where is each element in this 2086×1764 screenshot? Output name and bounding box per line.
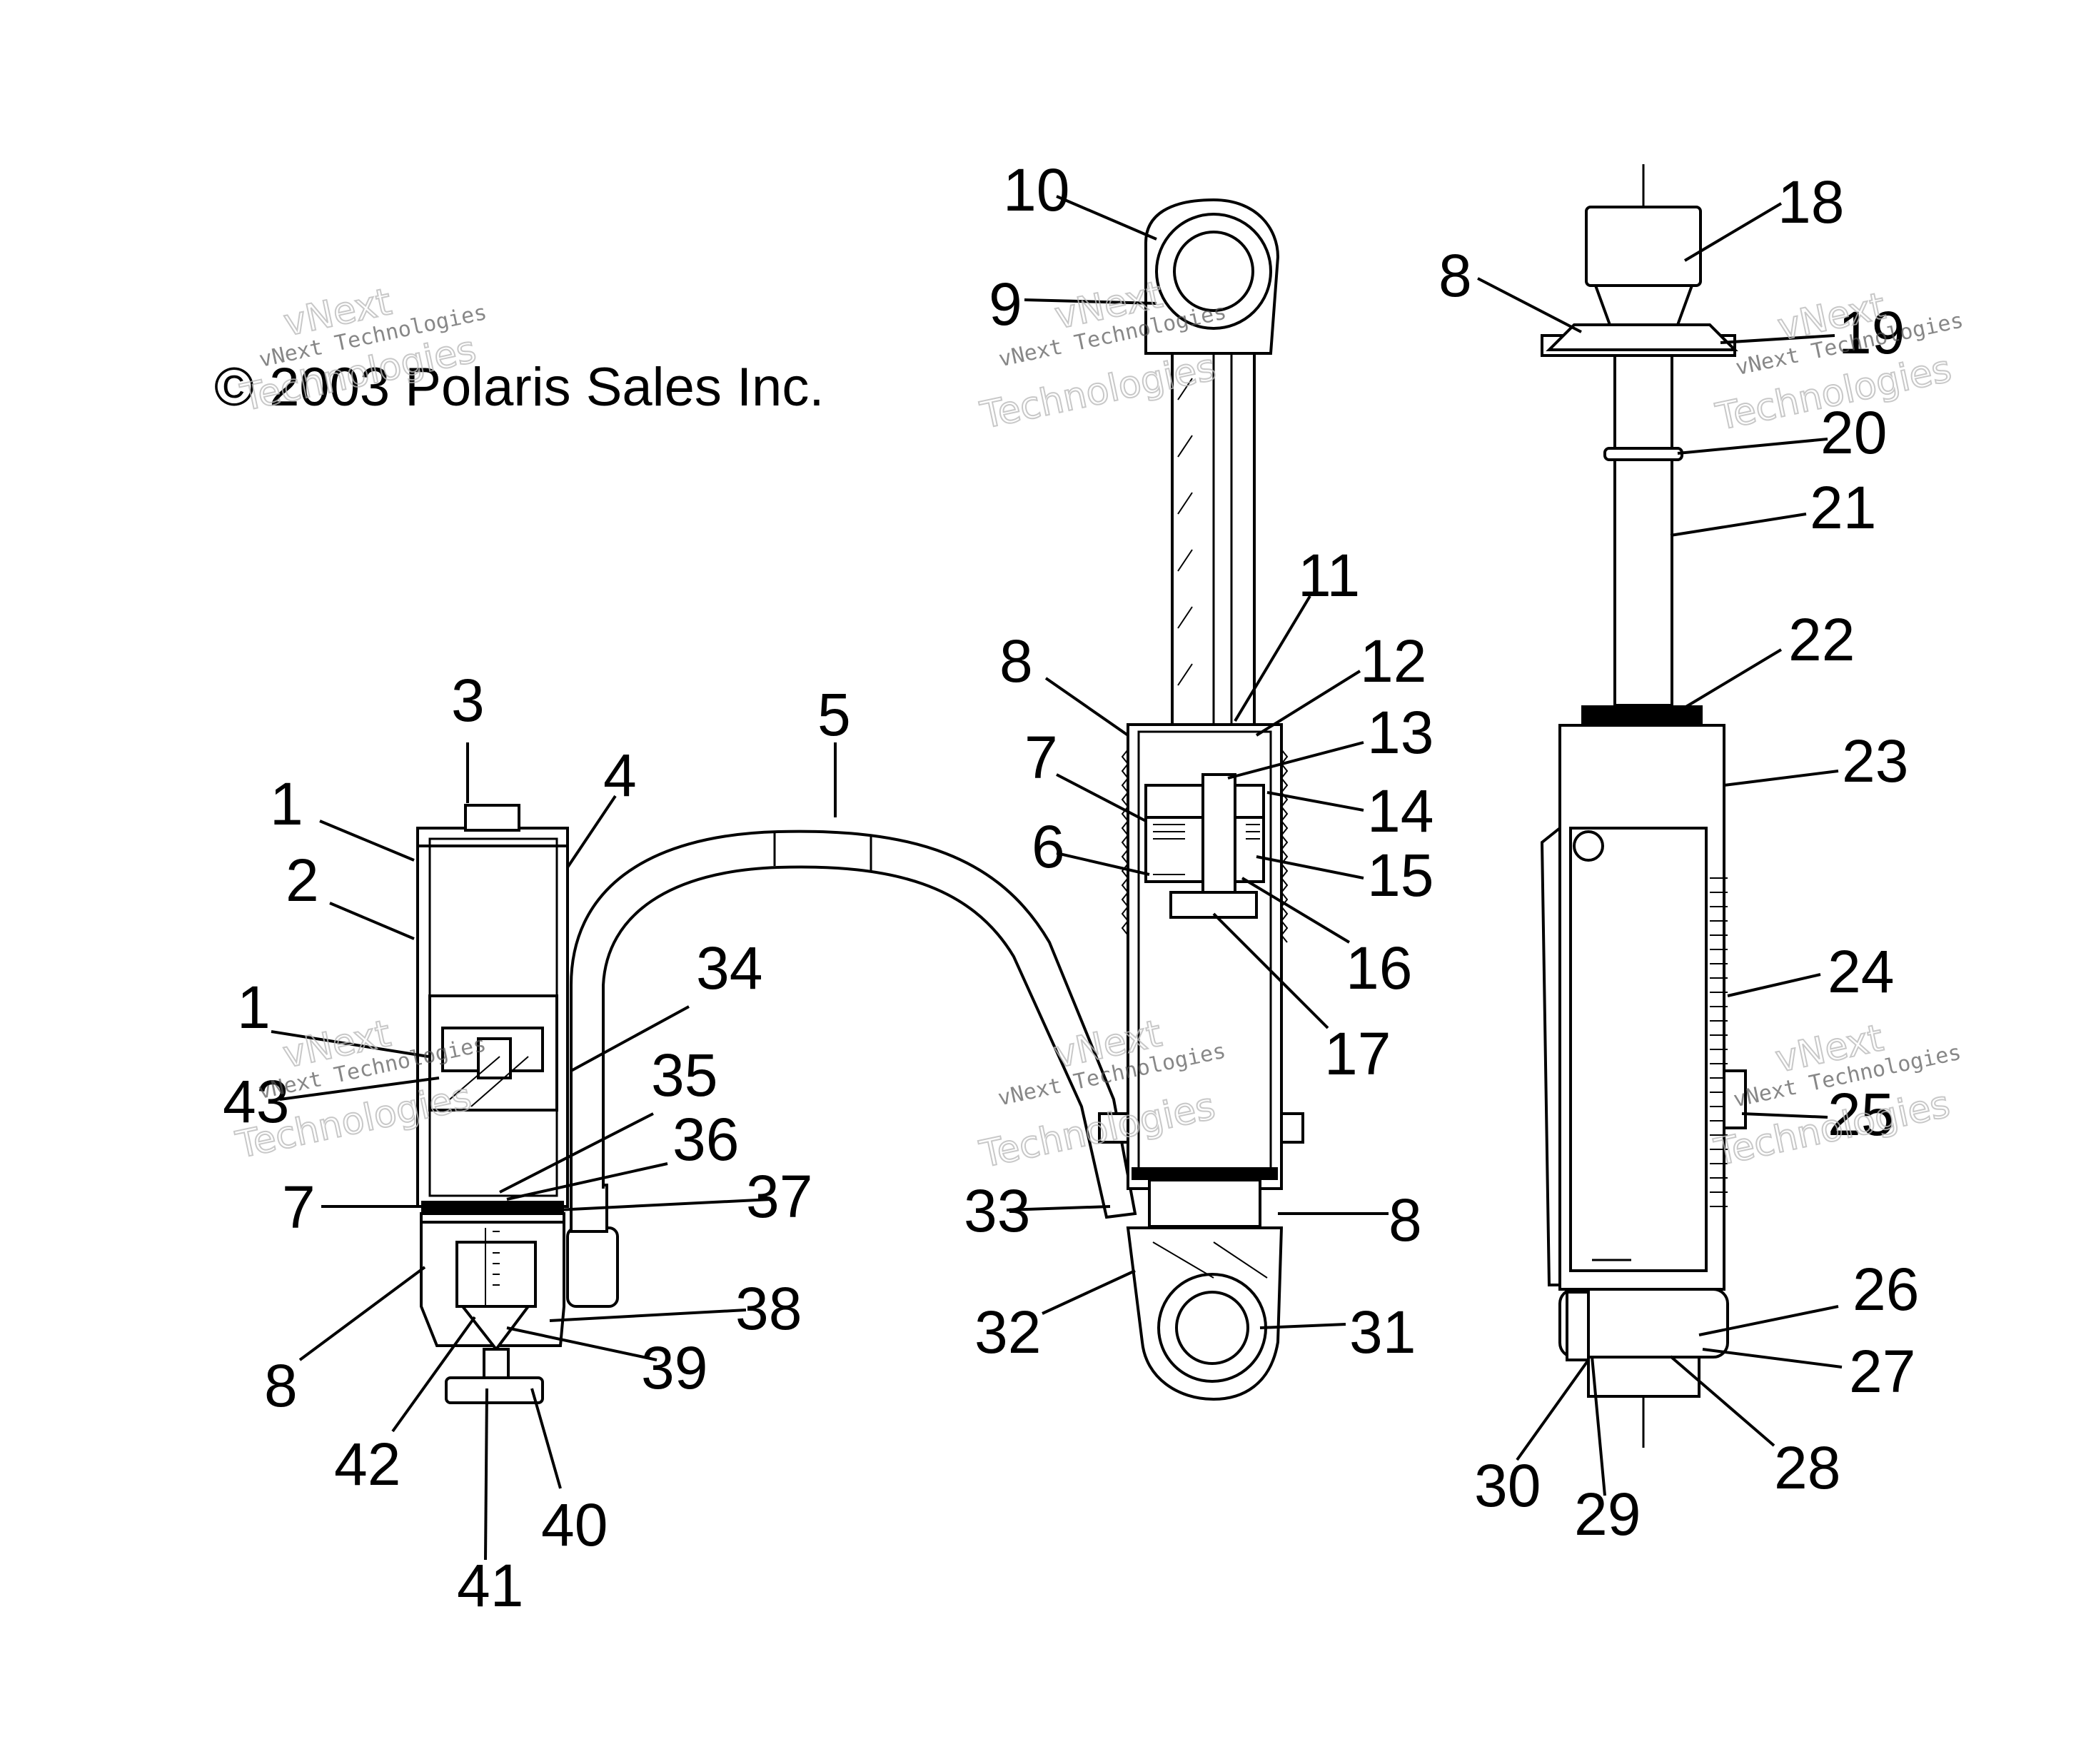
callout-2: 2 xyxy=(286,847,319,914)
callout-14: 14 xyxy=(1367,777,1434,845)
callout-41: 41 xyxy=(457,1552,523,1619)
callout-labels: 1 2 3 4 1 43 34 35 36 7 37 8 38 39 42 40… xyxy=(223,156,1919,1619)
callout-32: 32 xyxy=(974,1299,1041,1366)
callout-27: 27 xyxy=(1849,1338,1915,1405)
callout-33: 33 xyxy=(964,1177,1030,1244)
callout-26: 26 xyxy=(1853,1256,1919,1323)
callout-7b: 7 xyxy=(1024,724,1058,791)
hose xyxy=(570,830,1137,1219)
callout-35: 35 xyxy=(651,1042,717,1109)
callout-37: 37 xyxy=(746,1163,812,1230)
callout-8d: 8 xyxy=(1438,242,1472,309)
callout-19: 19 xyxy=(1838,299,1905,366)
callout-22: 22 xyxy=(1788,606,1855,673)
callout-7a: 7 xyxy=(282,1174,316,1241)
callout-1b: 1 xyxy=(237,974,271,1041)
callout-39: 39 xyxy=(641,1334,707,1401)
callout-10: 10 xyxy=(1003,156,1069,223)
callout-18: 18 xyxy=(1778,168,1844,236)
callout-5: 5 xyxy=(817,681,851,748)
callout-34: 34 xyxy=(696,934,762,1002)
callout-29: 29 xyxy=(1574,1481,1641,1548)
callout-3: 3 xyxy=(451,667,485,734)
leader-lines xyxy=(271,195,1843,1561)
callout-8b: 8 xyxy=(999,628,1033,695)
reservoir-assembly xyxy=(416,804,619,1404)
callout-4: 4 xyxy=(603,742,637,809)
shock-exterior-view xyxy=(1540,164,1747,1456)
callout-36: 36 xyxy=(672,1106,739,1173)
callout-15: 15 xyxy=(1367,842,1434,909)
callout-13: 13 xyxy=(1367,699,1434,766)
callout-8a: 8 xyxy=(264,1352,298,1419)
callout-17: 17 xyxy=(1324,1020,1391,1087)
callout-40: 40 xyxy=(541,1491,608,1558)
callout-30: 30 xyxy=(1474,1452,1541,1519)
callout-16: 16 xyxy=(1346,934,1412,1002)
callout-11: 11 xyxy=(1298,542,1360,609)
callout-6: 6 xyxy=(1032,813,1065,880)
callout-20: 20 xyxy=(1820,399,1887,466)
callout-12: 12 xyxy=(1360,628,1426,695)
callout-21: 21 xyxy=(1810,474,1876,541)
callout-1a: 1 xyxy=(270,770,303,837)
callout-24: 24 xyxy=(1828,938,1894,1005)
copyright-text: © 2003 Polaris Sales Inc. xyxy=(214,357,824,418)
callout-28: 28 xyxy=(1774,1434,1840,1501)
callout-23: 23 xyxy=(1842,727,1908,795)
callout-43: 43 xyxy=(223,1068,289,1135)
callout-25: 25 xyxy=(1828,1081,1894,1148)
callout-42: 42 xyxy=(334,1431,400,1498)
callout-8c: 8 xyxy=(1389,1186,1422,1254)
callout-31: 31 xyxy=(1349,1299,1416,1366)
callout-9: 9 xyxy=(989,271,1022,338)
callout-38: 38 xyxy=(735,1275,802,1342)
